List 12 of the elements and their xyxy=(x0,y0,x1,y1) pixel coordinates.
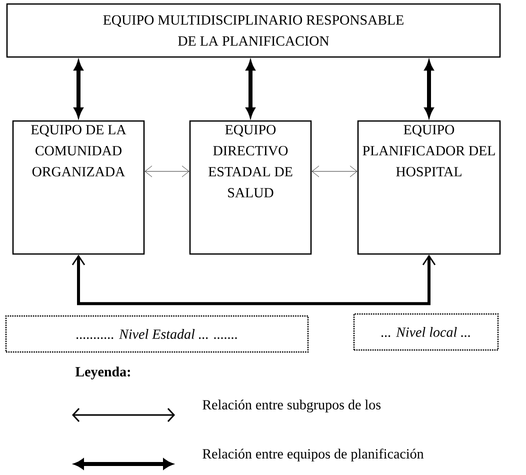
team-box: EQUIPO PLANIFICADOR DEL HOSPITAL xyxy=(357,120,501,255)
arrow xyxy=(72,254,436,306)
team-box: EQUIPO DIRECTIVO ESTADAL DE SALUD xyxy=(189,120,312,255)
team-box: EQUIPO MULTIDISCIPLINARIO RESPONSABLE DE LA PLANIFICACION xyxy=(6,3,501,58)
legend-text: Relación entre subgrupos de los xyxy=(202,400,381,412)
level-box: ........... Nivel Estadal ... ....... xyxy=(5,315,309,353)
arrow xyxy=(312,166,358,178)
legend-heading: Leyenda: xyxy=(75,366,130,380)
arrow xyxy=(144,166,190,178)
team-box: EQUIPO DE LA COMUNIDAD ORGANIZADA xyxy=(12,120,145,255)
legend-text: Relación entre equipos de planificación xyxy=(202,448,424,462)
level-box: ... Nivel local ... xyxy=(353,313,499,351)
